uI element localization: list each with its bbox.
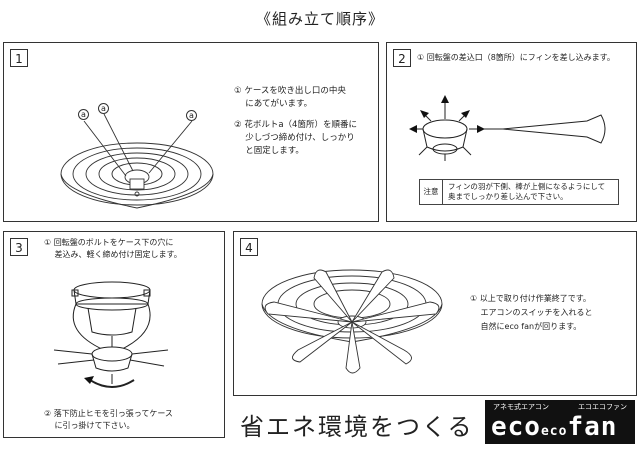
step-number-2: 2 [393,49,411,67]
page-title: 《組み立て順序》 [255,10,384,28]
callout-a-1: a [78,109,89,120]
step-number-1: 1 [10,49,28,67]
caution-text: フィンの羽が下側、棒が上側になるようにして 奥までしっかり差し込んで下さい。 [448,182,606,201]
caution-label: 注意 [420,180,443,204]
eco-fan-logo: アネモ式エアコン エコエコファン ecoecofan [485,400,635,444]
step-panel-1: 1 a a a ① ケースを吹き出し口の中央 にあてがいます。 ② 花ボルトa（… [3,42,379,222]
step-4-instructions: ① 以上で取り付け作業終了です。 エアコンのスイッチを入れると 自然にeco f… [470,294,593,331]
rotor-attach-illustration [53,281,169,388]
step-3-instructions-top: ① 回転盤のボルトをケース下の穴に 差込み、軽く締め付け固定します。 [44,238,182,259]
case-mounting-illustration [60,113,214,209]
fin-insertion-illustration [409,95,606,161]
callout-a-3: a [186,110,197,121]
step-panel-3: 3 ① 回転盤のボルトをケース下の穴に 差込み、軽く締め付け固定します。 [3,231,225,438]
callout-a-2: a [98,103,109,114]
step-3-instructions-bottom: ② 落下防止ヒモを引っ張ってケース に引っ掛けて下さい。 [44,409,173,430]
logo-wordmark: ecoecofan [491,412,618,442]
step-number-3: 3 [10,238,28,256]
step-panel-2: 2 ① 回転盤の差込口（8箇所）にフィンを差し込みます。 注意 [386,42,637,222]
step-number-4: 4 [240,238,258,256]
logo-subtitle: アネモ式エアコン エコエコファン [493,403,627,411]
step-1-instructions: ① ケースを吹き出し口の中央 にあてがいます。 ② 花ボルトa（4箇所）を順番に… [234,86,357,156]
caution-note: 注意 フィンの羽が下側、棒が上側になるようにして 奥までしっかり差し込んで下さい… [419,179,619,205]
step-2-instructions: ① 回転盤の差込口（8箇所）にフィンを差し込みます。 [417,53,615,62]
step-panel-4: 4 ① 以上で取り付け作業終了です。 エアコンのスイッチを入れると 自然にeco… [233,231,637,396]
completed-fan-illustration [261,269,443,374]
slogan: 省エネ環境をつくる [240,413,474,441]
